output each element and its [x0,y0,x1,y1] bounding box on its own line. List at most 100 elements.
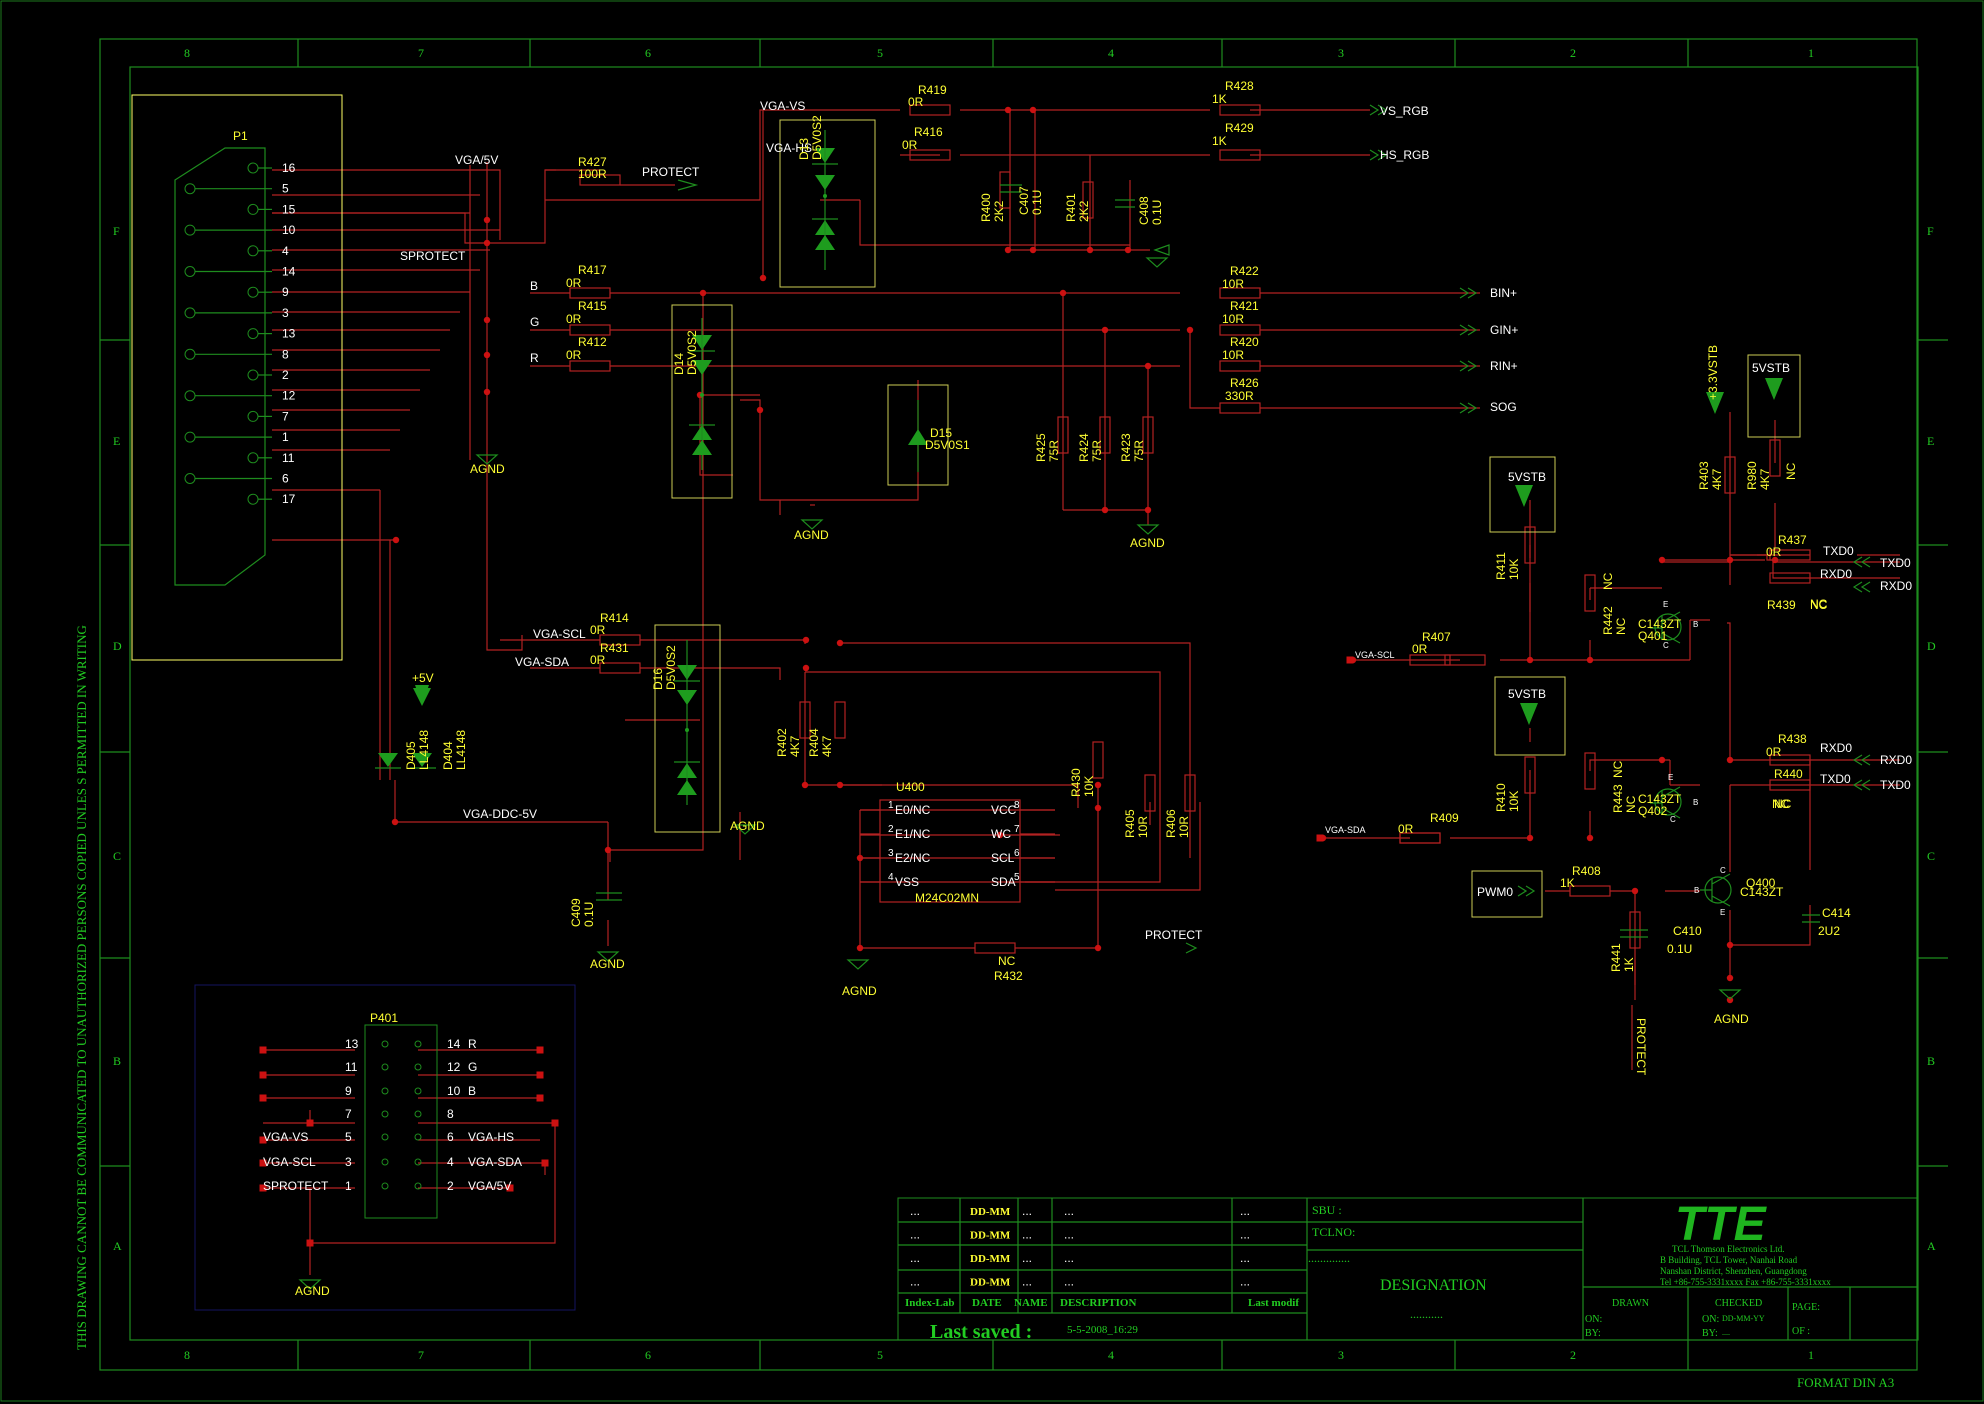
r414-ref: R414 [600,611,629,625]
p401-pin-8: 8 [447,1107,454,1121]
resistor-body [1219,324,1261,336]
p401-contact [414,1110,422,1118]
r430-ref: R430 [1069,768,1083,797]
r417-ref: R417 [578,263,607,277]
d13-ref: D13 [797,138,811,160]
resistor-body [1409,654,1451,666]
u400-pin-name-E2/NC: E2/NC [895,851,931,865]
rev-date: DD-MM [970,1253,1011,1265]
junction-dot [1094,781,1102,789]
d14-ref: D14 [672,353,686,375]
p401-ref: P401 [370,1011,398,1025]
drawn-label: DRAWN [1612,1298,1649,1309]
row-label-E: E [1927,434,1934,448]
junction-dot [392,536,400,544]
junction-dot [1658,756,1666,764]
p1-pin-contact [247,328,259,340]
net-5vstb-2: 5VSTB [1508,470,1546,484]
resistor-body [1569,885,1611,897]
title-block: ...DD-MM............DD-MM............DD-… [897,1197,1919,1343]
resistor-body [1769,549,1811,561]
resistor-body [834,701,846,739]
net-5vstb-3: 5VSTB [1508,687,1546,701]
resistor-body [1769,779,1811,791]
junction-dot [1086,246,1094,254]
net-rxd0-1: RXD0 [1820,567,1852,581]
junction-dot [1726,996,1734,1004]
junction-dot [699,289,707,297]
ground-symbol [1718,989,1742,1000]
r428-value: 1K [1212,92,1227,106]
row-label-C: C [1927,849,1935,863]
diode-array-d14 [671,304,733,499]
rev-last: ... [1240,1275,1250,1289]
row-label-D: D [113,639,122,653]
resistor-body [909,149,951,161]
junction-dot [1144,506,1152,514]
junction-dot [1029,246,1037,254]
column-label-5: 5 [877,46,883,60]
c407-ref: C407 [1017,186,1031,215]
format-label: FORMAT DIN A3 [1797,1375,1894,1390]
junction-dot [996,831,1004,839]
net-arrows [677,104,1871,954]
rev-last: ... [1240,1228,1250,1242]
row-label-B: B [1927,1054,1935,1068]
r427-ref: R427 [578,155,607,169]
net-vga-scl: VGA-SCL [533,627,586,641]
capacitors [596,184,1820,938]
resistor-body [1219,402,1261,414]
p1-pin-contact [184,307,196,319]
junction-dot [483,388,491,396]
diode-array-d13 [779,119,876,288]
net-nc-2: NC [1772,797,1790,811]
junction-dot [1726,974,1734,982]
r428-ref: R428 [1225,79,1254,93]
r425-ref: R425 [1034,433,1048,462]
transistor-pin-letter: E [1663,600,1668,609]
r403-value: 4K7 [1710,468,1724,490]
c409-ref: C409 [569,898,583,927]
r427-value: 100R [578,167,607,181]
r417-value: 0R [566,276,582,290]
r408-value: 1K [1560,876,1575,890]
u400-pin-num-3: 3 [888,848,894,859]
net-bin: BIN+ [1490,286,1517,300]
net-rxd0-3: RXD0 [1820,741,1852,755]
pad-marker [551,1119,559,1127]
p1-pin-contact [247,410,259,422]
p1-pin-contact [184,183,196,195]
junction-dot [1094,944,1102,952]
pad-marker [1316,834,1324,842]
r442-ref: R442 [1601,606,1615,635]
hdr-name: NAME [1014,1297,1048,1309]
resistor-body [799,701,811,739]
r416-value: 0R [902,138,918,152]
resistor-body [1769,572,1811,584]
d405-value: LL4148 [417,730,431,770]
rev-index: ... [910,1228,920,1242]
resistor-body [1769,754,1811,766]
p401-right-net: VGA-SDA [468,1155,522,1169]
r420-ref: R420 [1230,335,1259,349]
net-agnd-7: AGND [1714,1012,1749,1026]
net-protect-3: PROTECT [1634,1018,1648,1076]
r415-ref: R415 [578,299,607,313]
p1-pin-2: 2 [282,368,289,382]
p1-pin-9: 9 [282,285,289,299]
u400-ref: U400 [896,780,925,794]
resistor-body [1769,439,1781,477]
resistor-body [599,662,641,674]
r409-value: 0R [1398,822,1414,836]
p401-pin-5: 5 [345,1130,352,1144]
p401-contact [381,1133,389,1141]
p401-left-net: VGA-VS [263,1130,308,1144]
r439-ref: R439 [1767,598,1796,612]
r410-ref: R410 [1494,783,1508,812]
